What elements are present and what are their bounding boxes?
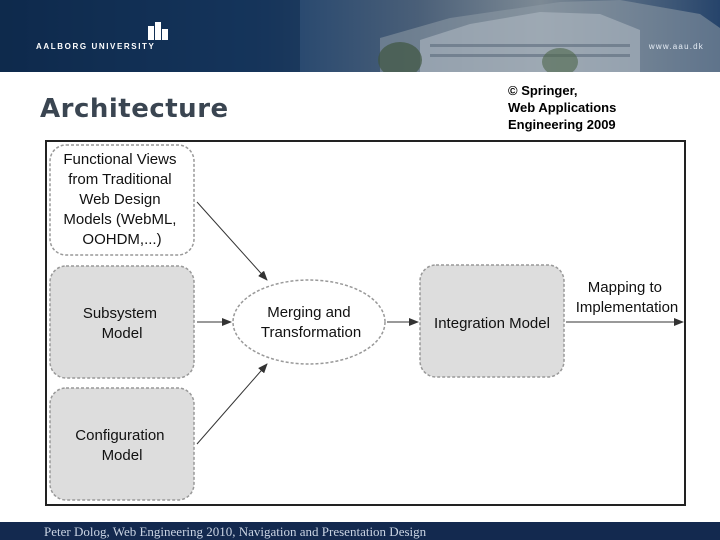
node-label: Configuration: [75, 427, 164, 444]
node-label: from Traditional: [68, 171, 171, 188]
university-name: AALBORG UNIVERSITY: [36, 42, 156, 51]
functional-views-node: Functional Views from Traditional Web De…: [49, 144, 195, 256]
svg-text:Mapping to Implementat: Mapping to Implementation: [576, 279, 679, 316]
integration-model-node: Integration Model: [419, 264, 565, 378]
node-label: OOHDM,...): [82, 231, 161, 248]
configuration-model-node: Configuration Model: [49, 387, 195, 501]
copyright-credit: © Springer, Web Applications Engineering…: [508, 82, 708, 133]
node-label: Merging and: [267, 304, 350, 321]
campus-photo: [0, 0, 720, 72]
node-label: Mapping to: [588, 279, 662, 296]
node-label: Integration Model: [434, 315, 550, 332]
node-label: Model: [102, 325, 143, 342]
mapping-implementation-label: Mapping to Implementation: [576, 279, 679, 316]
node-label: Functional Views: [63, 151, 176, 168]
architecture-diagram: Functional Views from Traditional Web De…: [49, 144, 684, 501]
svg-text:Functional Views from: Functional Views from Traditional Web De…: [63, 151, 180, 248]
merging-transformation-node: Merging and Transformation: [232, 279, 386, 365]
node-label: Web Design: [79, 191, 160, 208]
header-banner: AALBORG UNIVERSITY www.aau.dk: [0, 0, 720, 72]
node-label: Transformation: [261, 324, 361, 341]
node-label: Implementation: [576, 299, 679, 316]
credit-line: Web Applications: [508, 100, 617, 115]
node-label: Subsystem: [83, 305, 157, 322]
arrow-functional-to-merging: [196, 201, 268, 281]
credit-line: Engineering 2009: [508, 117, 616, 132]
slide-title: Architecture: [40, 94, 229, 124]
svg-text:Configuration Model: Configuration Model: [75, 427, 168, 464]
university-logo-icon: [148, 22, 168, 40]
node-label: Model: [102, 447, 143, 464]
subsystem-model-node: Subsystem Model: [49, 265, 195, 379]
credit-line: © Springer,: [508, 83, 578, 98]
node-label: Models (WebML,: [63, 211, 176, 228]
footer-text: Peter Dolog, Web Engineering 2010, Navig…: [44, 524, 427, 539]
svg-text:Merging and Transforma: Merging and Transformation: [261, 304, 361, 341]
footer-bar: Peter Dolog, Web Engineering 2010, Navig…: [0, 522, 720, 540]
university-url: www.aau.dk: [648, 42, 704, 51]
arrow-configuration-to-merging: [196, 363, 268, 445]
svg-text:Subsystem Model: Subsystem Model: [83, 305, 161, 342]
architecture-diagram-frame: Functional Views from Traditional Web De…: [45, 140, 686, 506]
